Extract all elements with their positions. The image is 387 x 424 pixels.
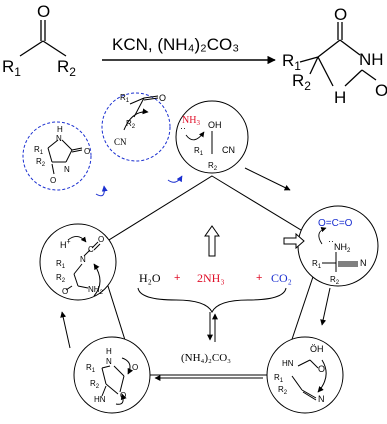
isocyanate-o: O [98, 235, 104, 244]
isocyanate-r1: R1 [56, 259, 66, 270]
product-o-right: O [375, 81, 387, 100]
product-h: H [334, 88, 346, 107]
product-o-top: O [334, 5, 347, 24]
hydantoin-small-n2: N [64, 165, 70, 174]
equation-nh3: 2NH₃ [197, 271, 225, 285]
isocyanate-h-plus: H+ [60, 239, 71, 250]
isocyanate-bonds [65, 241, 101, 297]
imino-r2: R2 [90, 379, 100, 390]
isocyanate-r2: R2 [56, 273, 66, 284]
precursor-cn-circle [101, 92, 171, 162]
hydantoin-small-structure [47, 139, 83, 175]
aminonitrile-bonds [322, 252, 358, 272]
reaction-reagents: KCN, (NH₄)₂CO₃ [112, 35, 239, 54]
hydantoin-small-o2: O [50, 176, 56, 185]
carbamic-n: N [318, 394, 325, 404]
equation-plus-2: + [256, 272, 262, 284]
carbamic-bonds [291, 359, 327, 401]
imino-o1: O [132, 363, 138, 372]
equation-h2o: H₂O [139, 271, 161, 285]
isocyanate-proton-arrow [67, 236, 87, 243]
carbamic-r1: R1 [274, 373, 284, 384]
hollow-arrow-up [204, 225, 220, 257]
aminonitrile-n: N [360, 258, 367, 268]
intermediate-carbamic-circle [266, 336, 344, 414]
precursor-cn: CN [114, 137, 127, 147]
hydantoin-small-r2: R2 [36, 157, 46, 168]
cyanohydrin-r1: R1 [194, 146, 204, 157]
carbamic-oh-anion: ÖH [310, 344, 324, 354]
precursor-r1: R1 [120, 93, 130, 104]
isocyanate-n: N [80, 255, 86, 264]
cyanohydrin-cn: CN [222, 145, 235, 155]
hydantoin-small-o1: O [84, 147, 90, 156]
nh3-attack-arrow [185, 131, 205, 141]
isocyanate-nh2: NH2 [88, 285, 104, 296]
co2-attack-arrow [318, 226, 327, 245]
blue-arrow-2 [95, 185, 108, 197]
co2-blue-o-c-o: O=C=O [318, 218, 353, 229]
hydantoin-small-n1: N [56, 134, 62, 143]
isocyanate-o2: O [62, 287, 68, 296]
equation-plus-1: + [174, 272, 180, 284]
aminonitrile-nh2: NH2 [334, 242, 351, 254]
hydantoin-small-r1: R1 [34, 145, 44, 156]
equation-co2: CO₂ [271, 271, 292, 285]
imino-n1: N [106, 357, 112, 366]
nh3-lone-pair: ·· [180, 123, 186, 133]
product-nh: NH [359, 50, 384, 69]
precursor-o: O [159, 93, 166, 103]
product-hydantoin-circle [22, 121, 92, 191]
product-r2: R2 [292, 71, 311, 93]
product-hydantoin [299, 22, 377, 87]
imino-r1: R1 [86, 363, 96, 374]
isocyanate-c: C [88, 245, 94, 254]
hollow-arrow-right [283, 232, 305, 250]
nh3-red: NH3 [182, 115, 200, 127]
ammonium-carbonate: (NH₄)₂CO₃ [181, 352, 231, 364]
imino-h: H [106, 347, 112, 356]
aminonitrile-r1: R1 [312, 259, 322, 270]
intermediate-isocyanate-circle [39, 223, 117, 301]
precursor-r2: R2 [126, 119, 136, 130]
ketone-r1: R1 [2, 57, 21, 79]
imino-bonds [101, 357, 134, 405]
carbamic-o: O [318, 364, 325, 374]
hydantoin-small-h: H [57, 125, 63, 134]
carbamic-r2: R2 [278, 385, 288, 396]
ketone-r2: R2 [57, 57, 76, 79]
blue-arrow-1 [167, 175, 183, 183]
aminonitrile-r2: R2 [330, 275, 340, 286]
reactant-ketone [19, 20, 67, 57]
imino-hn: HN [94, 395, 106, 404]
aminonitrile-lone-pair: ·· [328, 236, 334, 246]
carbamic-hn: HN [282, 359, 294, 368]
cycle-arrows [60, 167, 331, 381]
cyanohydrin-r2: R2 [208, 161, 218, 172]
cyanohydrin-oh: OH [208, 120, 222, 130]
product-r1: R1 [282, 51, 301, 73]
equation-brace [137, 287, 287, 314]
precursor-ketone-structure [123, 95, 159, 131]
equilibrium-arrows [207, 312, 218, 342]
intermediate-iminooxazolidinone-circle [73, 336, 151, 414]
ketone-oxygen: O [37, 2, 50, 21]
